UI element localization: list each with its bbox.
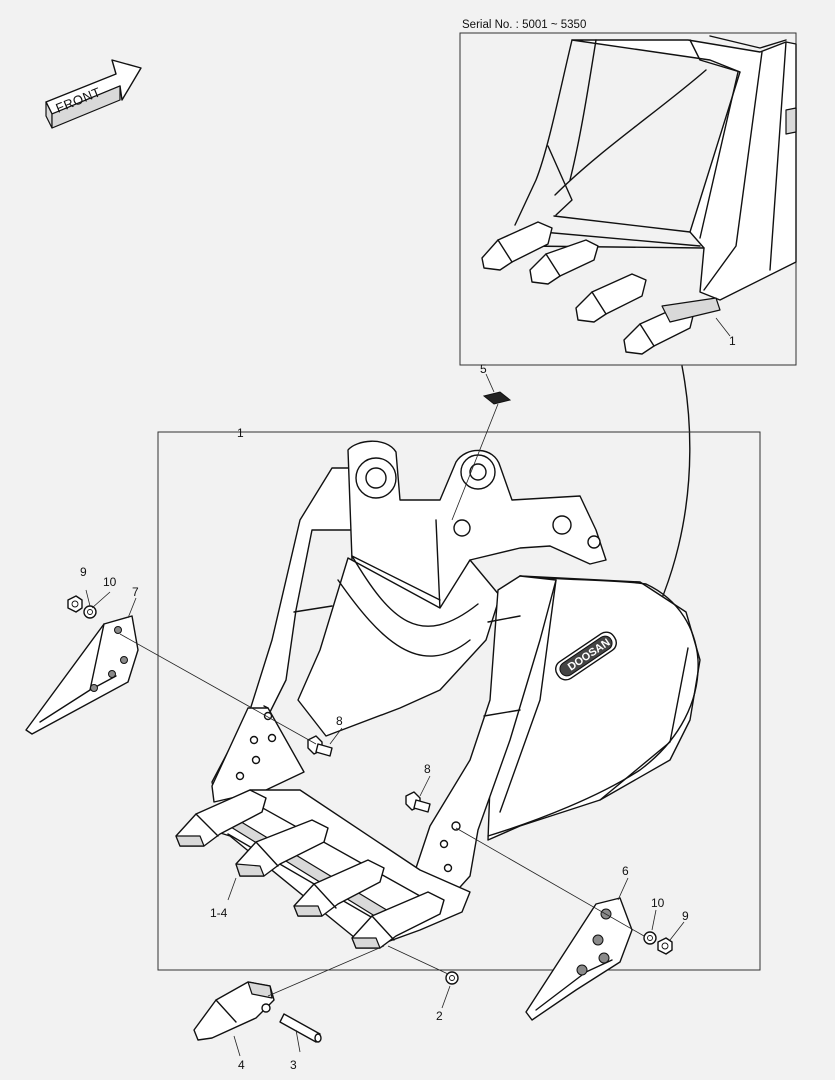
leader-lines <box>85 373 685 1057</box>
callout-5: 5 <box>480 362 487 376</box>
tooth-1 <box>175 789 267 847</box>
assembly-frame <box>157 431 761 971</box>
inset-teeth <box>481 221 721 355</box>
nut-right <box>657 937 673 955</box>
tooth-4 <box>351 891 445 949</box>
callout-8-right: 8 <box>424 762 431 776</box>
callout-labels: 5 9 10 7 8 8 6 10 9 1-4 2 3 4 <box>80 362 689 1072</box>
tooth-pin <box>279 1013 322 1043</box>
callout-10-left: 10 <box>103 575 117 589</box>
left-side-cutter <box>25 615 139 735</box>
decal-plate <box>482 391 512 405</box>
callout-9-right: 9 <box>682 909 689 923</box>
bolt-left <box>307 735 333 757</box>
callout-4: 4 <box>238 1058 245 1072</box>
washer-left <box>83 605 97 619</box>
tooth-3 <box>293 859 385 917</box>
front-arrow-icon: FRONT <box>45 59 142 129</box>
callout-3: 3 <box>290 1058 297 1072</box>
callout-1-main: 1 <box>237 426 244 440</box>
callout-10-right: 10 <box>651 896 665 910</box>
callout-1-4: 1-4 <box>210 906 228 920</box>
nut-left <box>67 595 83 613</box>
washer-right <box>643 931 657 945</box>
callout-9-left: 9 <box>80 565 87 579</box>
callout-6: 6 <box>622 864 629 878</box>
retainer-ring <box>445 971 459 985</box>
tooth-2 <box>235 819 329 877</box>
callout-7: 7 <box>132 585 139 599</box>
bucket-teeth-group <box>175 789 445 949</box>
callout-2: 2 <box>436 1009 443 1023</box>
loose-tooth <box>193 981 275 1041</box>
serial-range-label: Serial No. : 5001 ~ 5350 <box>462 19 586 31</box>
bolt-right <box>405 791 431 813</box>
callout-8-left: 8 <box>336 714 343 728</box>
callout-1-inset: 1 <box>729 334 736 348</box>
right-side-cutter <box>525 897 633 1021</box>
serial-inset: Serial No. : 5001 ~ 5350 1 <box>459 19 797 366</box>
